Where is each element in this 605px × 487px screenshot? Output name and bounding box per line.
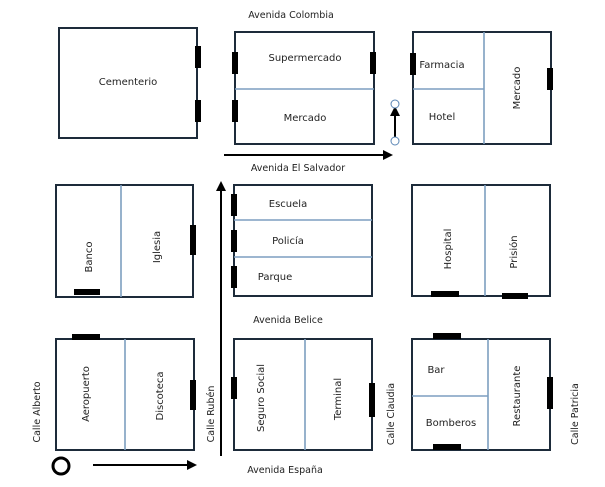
door-marker-icon — [72, 334, 100, 340]
door-marker-icon — [547, 68, 553, 90]
street-calle-claudia: Calle Claudia — [386, 383, 397, 445]
door-marker-icon — [231, 377, 237, 399]
label-hotel: Hotel — [429, 112, 456, 123]
label-prision: Prisión — [508, 235, 520, 268]
door-marker-icon — [433, 444, 461, 450]
label-bomberos: Bomberos — [426, 418, 476, 429]
door-marker-icon — [547, 377, 553, 409]
door-marker-icon — [190, 225, 196, 255]
door-marker-icon — [231, 230, 237, 252]
block-hospital-prision: Hospital Prisión — [411, 184, 551, 299]
label-farmacia: Farmacia — [419, 60, 464, 71]
door-marker-icon — [232, 52, 238, 74]
label-seguro-social: Seguro Social — [256, 364, 267, 432]
label-discoteca: Discoteca — [155, 371, 166, 420]
block-bar-bomberos-restaurante: Bar Bomberos Restaurante — [411, 333, 553, 451]
route-node-icon — [390, 136, 400, 146]
block-supermercado-mercado: Supermercado Mercado — [232, 31, 376, 145]
door-marker-icon — [433, 333, 461, 339]
start-circle-icon — [51, 456, 71, 476]
label-parque: Parque — [258, 272, 292, 283]
door-marker-icon — [190, 380, 196, 410]
label-banco: Banco — [84, 242, 95, 273]
door-marker-icon — [231, 194, 237, 216]
street-calle-ruben: Calle Rubén — [206, 386, 217, 443]
door-marker-icon — [231, 266, 237, 288]
label-policia: Policía — [272, 235, 304, 247]
label-mercado-right: Mercado — [512, 67, 523, 110]
block-farmacia-hotel-mercado: Farmacia Hotel Mercado — [410, 31, 553, 145]
door-marker-icon — [232, 100, 238, 122]
block-cementerio: Cementerio — [58, 27, 201, 139]
street-avenida-belice: Avenida Belice — [253, 315, 323, 326]
label-iglesia: Iglesia — [152, 231, 163, 263]
street-avenida-espana: Avenida España — [247, 465, 323, 476]
label-mercado-central: Mercado — [284, 113, 327, 124]
label-cementerio: Cementerio — [99, 77, 157, 88]
label-terminal: Terminal — [333, 378, 344, 421]
street-calle-alberto: Calle Alberto — [32, 381, 43, 442]
door-marker-icon — [431, 291, 459, 297]
label-escuela: Escuela — [269, 199, 307, 210]
block-escuela-policia-parque: Escuela Policía Parque — [231, 184, 373, 297]
door-marker-icon — [370, 52, 376, 74]
door-marker-icon — [74, 289, 100, 295]
door-marker-icon — [369, 383, 375, 417]
street-calle-patricia: Calle Patricia — [570, 383, 581, 445]
door-marker-icon — [502, 293, 528, 299]
route-node-icon — [390, 99, 400, 109]
label-bar: Bar — [427, 365, 445, 376]
street-avenida-el-salvador: Avenida El Salvador — [251, 163, 345, 174]
block-seguro-social-terminal: Seguro Social Terminal — [231, 338, 375, 451]
door-marker-icon — [195, 46, 201, 68]
label-supermercado: Supermercado — [269, 53, 342, 64]
door-marker-icon — [410, 53, 416, 75]
street-avenida-colombia: Avenida Colombia — [248, 10, 334, 21]
label-hospital: Hospital — [443, 229, 454, 270]
label-aeropuerto: Aeropuerto — [81, 366, 92, 422]
label-restaurante: Restaurante — [512, 366, 523, 427]
block-banco-iglesia: Banco Iglesia — [55, 184, 196, 298]
door-marker-icon — [195, 100, 201, 122]
block-aeropuerto-discoteca: Aeropuerto Discoteca — [55, 334, 196, 451]
